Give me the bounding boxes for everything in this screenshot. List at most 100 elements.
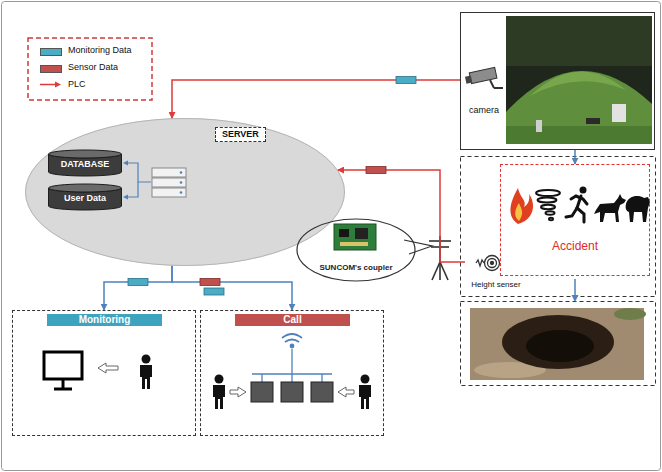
sensor-data-tag xyxy=(200,279,220,286)
person-head xyxy=(142,355,151,364)
plc-sample-line xyxy=(40,84,56,86)
tomb-stone xyxy=(612,104,626,122)
wifi-arc xyxy=(282,334,302,338)
connector xyxy=(172,80,460,118)
db-link xyxy=(127,163,151,182)
height-sensor-icon xyxy=(476,256,500,271)
server-icon xyxy=(152,168,186,197)
connector xyxy=(574,150,576,164)
server-unit xyxy=(152,178,186,187)
node-label: Accident xyxy=(552,239,598,253)
node-label: Height senser xyxy=(471,280,520,290)
call-terminal xyxy=(311,382,333,402)
bus-tap xyxy=(261,374,262,382)
person-icon xyxy=(140,355,152,390)
node-label: camera xyxy=(469,105,499,116)
monitoring-data-tag xyxy=(128,279,148,286)
camera-panel: camera xyxy=(460,12,655,150)
sensor-core xyxy=(491,262,494,265)
monitoring-data-tag xyxy=(204,288,224,295)
wifi-arc xyxy=(285,340,299,343)
hollow-arrow xyxy=(98,363,118,373)
camera-mount xyxy=(490,80,494,88)
bus-drop xyxy=(291,349,292,374)
db-link-head xyxy=(123,195,128,200)
person-head xyxy=(215,375,224,384)
call-terminal xyxy=(251,382,273,402)
runner-arm xyxy=(571,196,587,204)
node-label: SERVER xyxy=(215,127,266,142)
ellipse-outline xyxy=(26,119,345,266)
hole-deep xyxy=(526,330,594,362)
database-cylinder: DATABASE xyxy=(48,150,122,176)
event-panel xyxy=(461,157,656,297)
person-body xyxy=(359,385,371,409)
strut xyxy=(432,262,440,280)
tornado-ring xyxy=(541,205,555,209)
photo-ground xyxy=(506,16,652,144)
call-bus xyxy=(252,349,332,382)
person-body xyxy=(213,385,225,409)
hollow-arrow xyxy=(338,387,354,397)
call-panel: Call xyxy=(200,310,384,436)
runner-head xyxy=(580,187,587,194)
server-unit xyxy=(152,188,186,197)
fire-icon xyxy=(510,188,533,224)
legend-swatch xyxy=(40,48,62,56)
legend-swatch xyxy=(40,65,62,73)
runner-leg xyxy=(577,208,584,222)
tomb-stone xyxy=(586,118,600,124)
tornado-icon xyxy=(536,190,560,220)
soil xyxy=(470,308,644,380)
connector xyxy=(338,170,465,262)
fire-core xyxy=(515,203,522,221)
sensor-data-tag xyxy=(366,167,386,174)
server-unit xyxy=(152,168,186,177)
person-body xyxy=(140,365,152,389)
cylinder-top xyxy=(49,184,122,192)
plc-sample-head xyxy=(55,82,61,88)
server-led xyxy=(180,171,183,174)
node-label: User Data xyxy=(64,193,106,204)
person-icon xyxy=(359,375,371,410)
legend-label: PLC xyxy=(68,76,152,93)
monitor-icon xyxy=(44,352,82,389)
db-link xyxy=(127,182,138,197)
sensor-wave xyxy=(476,260,484,266)
grass-mound xyxy=(506,71,652,144)
chip xyxy=(355,228,368,239)
board xyxy=(334,224,376,250)
db-link-head xyxy=(123,161,128,166)
node-label: Call xyxy=(235,314,350,326)
legend-label: Sensor Data xyxy=(68,59,152,76)
grass-lawn xyxy=(506,126,652,144)
database-cylinder: User Data xyxy=(48,184,122,210)
monitor-base xyxy=(54,388,72,391)
sensor-ring xyxy=(485,256,500,271)
server-led xyxy=(180,191,183,194)
sensor-ring xyxy=(488,259,497,268)
cylinder-top xyxy=(49,150,122,158)
connector xyxy=(172,266,292,310)
accident-box: Accident xyxy=(500,164,650,276)
strut xyxy=(440,262,448,280)
person-icon xyxy=(213,375,225,410)
sensor-node: Height senser xyxy=(465,254,527,290)
runner-leg xyxy=(566,208,577,217)
callout-outline xyxy=(297,219,415,281)
server-led xyxy=(180,181,183,184)
bus-tap xyxy=(291,374,292,382)
buffalo-icon xyxy=(626,196,650,222)
node-label: SUNCOM's coupler xyxy=(319,263,392,273)
hole-photo xyxy=(470,308,646,380)
legend-box xyxy=(28,38,152,100)
monitoring-panel: Monitoring xyxy=(12,310,196,436)
tomb-photo xyxy=(506,16,652,144)
monitoring-data-tag xyxy=(396,77,416,84)
coupler-board xyxy=(334,224,376,250)
camera-icon xyxy=(465,67,503,88)
photo-trees xyxy=(506,16,652,66)
hole xyxy=(502,315,614,369)
